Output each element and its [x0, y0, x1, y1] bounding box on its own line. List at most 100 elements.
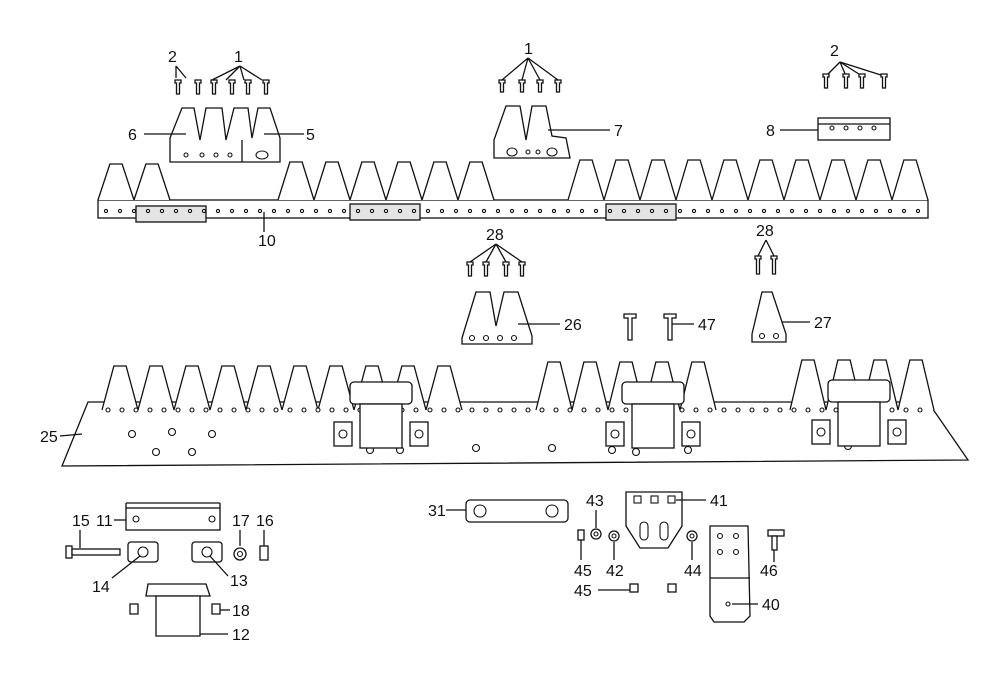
callout-6: 6	[128, 127, 137, 144]
knife-tooth	[789, 359, 827, 411]
rivet-hole	[483, 407, 489, 413]
mount-hole	[127, 429, 137, 439]
knife-tooth	[897, 359, 935, 411]
rivet-hole	[705, 208, 711, 214]
rivet-hole	[791, 407, 797, 413]
mount-hole	[631, 447, 641, 457]
callout-44: 44	[684, 563, 702, 580]
mount-hole	[471, 443, 481, 453]
knife-tooth	[385, 161, 423, 201]
bolt-47-pair	[623, 313, 677, 341]
rivet-hole	[217, 407, 223, 413]
rivet-hole	[679, 407, 685, 413]
rivet-hole	[467, 208, 473, 214]
bolt-icon	[536, 79, 544, 93]
rivet-hole	[595, 407, 601, 413]
knife-tooth	[317, 365, 355, 411]
callout-43: 43	[586, 493, 604, 510]
callout-28-left: 28	[486, 227, 504, 244]
rivet-hole	[845, 208, 851, 214]
rivet-hole	[831, 208, 837, 214]
rivet-hole	[427, 407, 433, 413]
callout-5: 5	[306, 127, 315, 144]
rivet-hole	[411, 208, 417, 214]
rivet-hole	[511, 407, 517, 413]
nut-16	[259, 545, 269, 561]
rivet-hole	[329, 407, 335, 413]
knife-guard	[333, 381, 429, 449]
callout-27: 27	[814, 315, 832, 332]
rivet-hole	[145, 208, 151, 214]
knife-tooth	[711, 159, 749, 201]
leader-14	[111, 555, 141, 579]
rivet-hole	[537, 208, 543, 214]
bolt-icon	[880, 73, 888, 89]
rivet-hole	[761, 208, 767, 214]
knife-section-27	[751, 291, 787, 343]
rivet-hole	[789, 208, 795, 214]
washer-17	[233, 547, 247, 561]
leader-1-mid	[501, 57, 559, 81]
rivet-hole	[777, 407, 783, 413]
leader-2-left	[175, 65, 187, 79]
knife-tooth	[133, 163, 171, 201]
rivet-hole	[159, 208, 165, 214]
rivet-hole	[803, 208, 809, 214]
rivet-group-28-right	[754, 255, 778, 275]
rivet-hole	[735, 407, 741, 413]
knife-tooth	[855, 159, 893, 201]
knife-tooth	[747, 159, 785, 201]
plate-11	[125, 502, 221, 531]
rivet-hole	[523, 208, 529, 214]
knife-tooth	[819, 159, 857, 201]
knife-tooth	[245, 365, 283, 411]
bolt-icon	[502, 261, 510, 277]
rivet-hole	[425, 208, 431, 214]
rivet-hole	[887, 208, 893, 214]
knife-tooth	[571, 361, 609, 411]
bolt-icon	[518, 261, 526, 277]
rivet-hole	[243, 208, 249, 214]
rivet-hole	[147, 407, 153, 413]
rivet-hole	[873, 208, 879, 214]
rivet-hole	[621, 208, 627, 214]
bolt-icon	[174, 79, 182, 95]
knife-tooth	[891, 159, 929, 201]
callout-1-left: 1	[234, 49, 243, 66]
callout-28-right: 28	[756, 223, 774, 240]
rivet-hole	[133, 407, 139, 413]
rivet-hole	[397, 208, 403, 214]
rivet-hole	[497, 407, 503, 413]
rivet-hole	[413, 407, 419, 413]
rivet-hole	[749, 407, 755, 413]
leader-2-right	[825, 61, 885, 77]
bolt-icon	[518, 79, 526, 93]
mount-hole	[207, 429, 217, 439]
rivet-hole	[257, 208, 263, 214]
rivet-hole	[747, 208, 753, 214]
cutter-bar-assembly-25	[61, 359, 970, 467]
leader-28-right	[757, 239, 775, 257]
rivet-hole	[285, 208, 291, 214]
knife-tooth	[457, 161, 495, 201]
mount-hole	[187, 447, 197, 457]
knife-tooth	[97, 163, 135, 201]
rivet-hole	[299, 208, 305, 214]
rivet-hole	[763, 407, 769, 413]
knife-bar-10	[97, 159, 929, 223]
knife-tooth	[675, 159, 713, 201]
bolt-icon	[498, 79, 506, 93]
rivet-hole	[105, 407, 111, 413]
bolt-icon	[858, 73, 866, 89]
rivet-hole	[189, 407, 195, 413]
bolt-icon	[194, 79, 202, 95]
rivet-hole	[775, 208, 781, 214]
rivet-hole	[551, 208, 557, 214]
bolt-group-top-right	[822, 73, 888, 89]
knife-tooth	[349, 161, 387, 201]
bolt-icon	[842, 73, 850, 89]
bolt-46	[767, 529, 785, 551]
callout-13: 13	[230, 573, 248, 590]
rivet-hole	[287, 407, 293, 413]
